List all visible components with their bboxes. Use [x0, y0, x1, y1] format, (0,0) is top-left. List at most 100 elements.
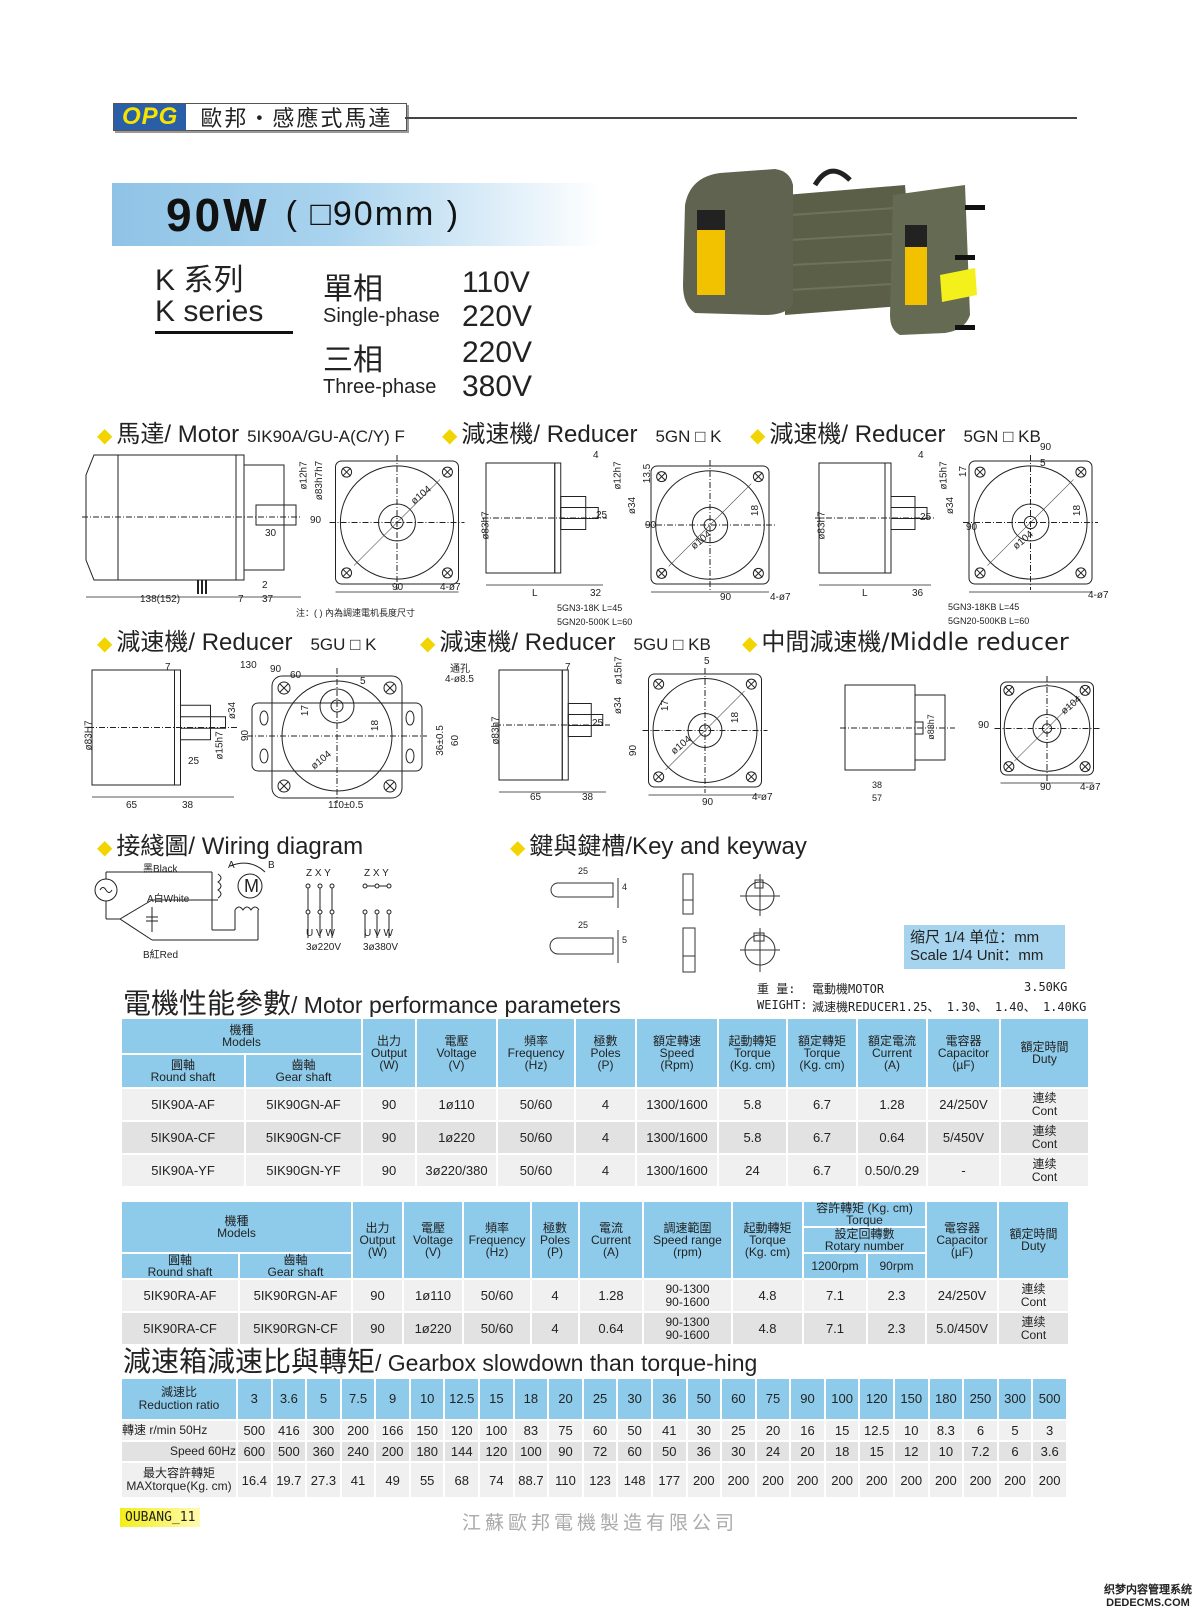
hole-mark	[1080, 762, 1090, 771]
mounting-hole	[1075, 567, 1087, 579]
table-cell: 50	[650, 1440, 688, 1463]
reducer-gnkb-front-view	[963, 455, 1098, 593]
hole-mark	[342, 467, 351, 477]
diamond-icon: ◆	[420, 633, 436, 655]
table-cell: 24	[754, 1440, 792, 1463]
table-cell: 200	[823, 1461, 861, 1499]
table-cell: 15	[478, 1377, 515, 1421]
table-cell: 75	[547, 1419, 584, 1442]
dim-label: 17	[660, 699, 672, 712]
table-cell: 6	[996, 1440, 1034, 1463]
voltage-220-single: 220V	[462, 300, 533, 333]
heading-cn: 鍵與鍵槽	[529, 833, 626, 860]
table-cell: 24/250V	[925, 1278, 1000, 1313]
shaft	[255, 504, 297, 526]
table-cell: 90	[361, 1120, 417, 1155]
table-cell: 5.8	[717, 1087, 788, 1122]
mounting-hole	[259, 748, 269, 764]
hole-mark	[746, 772, 756, 782]
table-cell: 180	[408, 1440, 446, 1463]
diamond-icon: ◆	[97, 633, 113, 655]
mounting-hole	[974, 466, 986, 478]
table-cell: 200	[754, 1461, 792, 1499]
table-cell: 30	[616, 1377, 653, 1421]
col-gear-shaft: 齒軸 Gear shaft	[244, 1053, 363, 1089]
voltage-3ph-220: 3ø220V	[306, 942, 342, 953]
dim-label: 4-ø7	[752, 792, 773, 803]
table-cell: 90	[361, 1087, 417, 1122]
table-cell: 200	[858, 1461, 895, 1499]
col-header: 起動轉矩 Torque (Kg. cm)	[717, 1017, 788, 1089]
table-cell: 25	[720, 1419, 757, 1442]
header-title: 歐邦・感應式馬達	[186, 104, 407, 131]
dim-label: 38	[872, 780, 883, 790]
table-cell: 90-1300 90-1600	[642, 1278, 733, 1313]
table-cell: 1ø220	[402, 1311, 464, 1346]
row-label: 最大容許轉矩 MAXtorque(Kg. cm)	[120, 1461, 238, 1499]
table-cell: 10	[408, 1377, 446, 1421]
middle-reducer-front-view	[994, 676, 1100, 784]
table-cell: 4.8	[731, 1311, 804, 1346]
table-cell: 1.28	[856, 1087, 928, 1122]
table-cell: 60	[581, 1419, 619, 1442]
table-cell: 20	[547, 1377, 584, 1421]
dim-label: 4	[918, 450, 924, 461]
hole-mark	[975, 467, 985, 477]
dim-label: 36	[912, 588, 924, 599]
table-cell: 5/450V	[926, 1120, 1001, 1155]
dim-label: 18	[730, 711, 742, 724]
terminals-zxy-220: Z X Y	[306, 868, 331, 879]
reducer-gukb-side-view	[495, 669, 610, 793]
col-header: 額定時間 Duty	[999, 1017, 1090, 1089]
weight-motor-item: 電動機MOTOR	[812, 982, 885, 996]
hero-banner: 90W ( □90mm )	[112, 183, 602, 246]
table-cell: 1300/1600	[635, 1087, 719, 1122]
dim-label: 90	[392, 582, 404, 593]
voltage-3ph-380: 3ø380V	[363, 942, 399, 953]
reducer-guk-side-view	[88, 669, 238, 798]
dim-label: ø34	[227, 701, 239, 720]
diamond-icon: ◆	[750, 425, 766, 447]
table-cell: 49	[374, 1461, 411, 1499]
col-header: 極數 Poles (P)	[530, 1200, 580, 1280]
table-cell: 90-1300 90-1600	[642, 1311, 733, 1346]
dim-label: ø83h7	[816, 511, 828, 540]
table-cell: 110	[547, 1461, 584, 1499]
table-cell: 0.64	[856, 1120, 928, 1155]
table-cell: 4	[530, 1311, 580, 1346]
key2-length: 25	[578, 920, 589, 930]
section-wiring-heading: ◆接綫圖/ Wiring diagram	[97, 826, 363, 861]
heading-en: / Reducer	[533, 421, 638, 448]
dim-label: 32	[590, 588, 602, 599]
table-cell: 100	[823, 1377, 861, 1421]
hole-mark	[342, 568, 351, 578]
table-cell: 連续 Cont	[999, 1120, 1090, 1155]
motor-symbol: M	[244, 876, 259, 896]
terminals-uvw-220: U V W	[306, 928, 335, 939]
table-cell: 5IK90GN-CF	[244, 1120, 363, 1155]
col-header: 額定電流 Current (A)	[856, 1017, 928, 1089]
motor-product-photo	[683, 168, 985, 335]
table-cell: 4	[530, 1278, 580, 1313]
dim-label: 18	[370, 719, 382, 732]
heading-model: 5GU □ K	[310, 635, 377, 654]
table-cell: 50/60	[496, 1153, 576, 1188]
table-cell: 1.28	[578, 1278, 644, 1313]
heading-model: 5GN □ KB	[963, 427, 1041, 446]
dim-label: 138(152)	[140, 594, 181, 605]
hole-mark	[443, 568, 452, 578]
col-header: 頻率 Frequency (Hz)	[462, 1200, 532, 1280]
table-cell: 200	[339, 1419, 377, 1442]
table-cell: 2.3	[865, 1278, 928, 1313]
corner-hole	[383, 779, 397, 793]
mounting-hole	[405, 710, 415, 726]
wire-red-label: B紅Red	[143, 950, 179, 961]
dim-label: ø83h7	[925, 714, 936, 740]
dim-label: 65	[126, 800, 138, 811]
brand-header: OPG 歐邦・感應式馬達	[113, 103, 408, 131]
col-round-shaft: 圓軸 Round shaft	[120, 1252, 240, 1280]
